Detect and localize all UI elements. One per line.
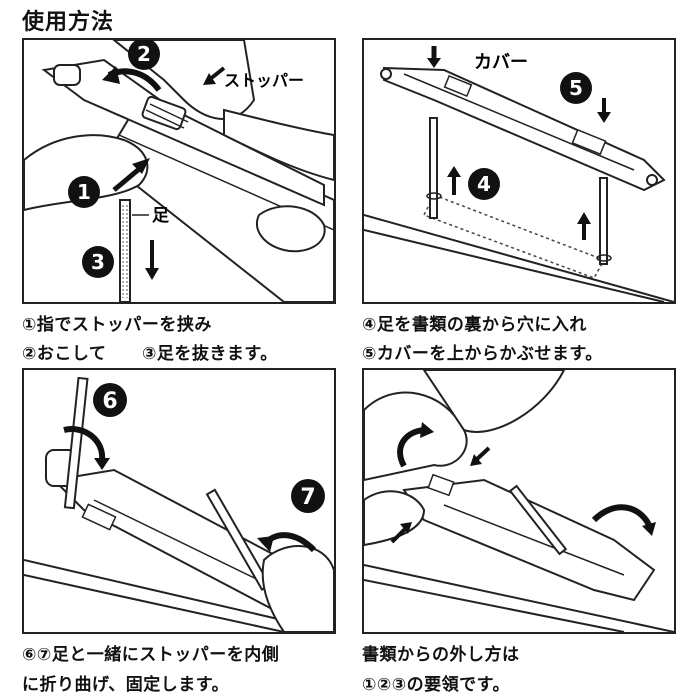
arrow-lift <box>397 427 425 468</box>
caption-step-5: ⑤カバーを上からかぶせます。 <box>362 344 603 364</box>
step-number-1 <box>68 176 100 208</box>
page-title: 使用方法 <box>22 10 115 35</box>
caption-step-6-7-line1: ⑥⑦足と一緒にストッパーを内側 <box>22 645 280 665</box>
step-panel-4 <box>362 368 676 634</box>
step-number-7 <box>291 479 325 513</box>
caption-step-1: ①指でストッパーを挟み <box>22 315 212 335</box>
step-number-4 <box>468 168 500 200</box>
arrow-pinch-top <box>474 446 491 462</box>
caption-removal-line2: ①②③の要領です。 <box>362 675 510 695</box>
arrow-pinch-bottom <box>390 526 408 544</box>
step-number-2 <box>128 40 160 70</box>
step-panel-3: 6 7 <box>22 368 336 634</box>
svg-text:1: 1 <box>77 180 91 204</box>
svg-text:4: 4 <box>477 172 491 196</box>
stopper-label: ストッパー <box>224 71 304 90</box>
caption-step-2: ②おこして <box>22 344 107 364</box>
svg-text:5: 5 <box>569 76 583 100</box>
step-1-illustration: 2 1 3 ストッパー 足 <box>24 40 334 302</box>
step-number-3 <box>82 246 114 278</box>
paper-edge <box>364 214 674 302</box>
foot-prong <box>119 199 131 302</box>
foot-prong <box>508 484 568 556</box>
caption-removal-line1: 書類からの外し方は <box>362 645 520 665</box>
foot-prong-right <box>599 177 608 265</box>
hand <box>261 545 334 632</box>
paper-edge <box>364 564 674 632</box>
step-number-5 <box>560 72 592 104</box>
step-3-illustration: 6 7 <box>24 376 334 632</box>
arrow-release <box>591 504 652 527</box>
fastener <box>45 449 306 612</box>
step-panel-1: 2 1 3 ストッパー 足 <box>22 38 336 304</box>
foot-label: 足 <box>152 206 169 226</box>
removal-illustration <box>364 370 674 632</box>
svg-text:7: 7 <box>300 485 315 510</box>
fastener-cover <box>380 66 666 192</box>
step-number-6 <box>93 383 127 417</box>
cover-label: カバー <box>474 52 528 73</box>
caption-step-4: ④足を書類の裏から穴に入れ <box>362 315 587 335</box>
foot-prong-left <box>63 376 89 510</box>
fastener <box>402 473 656 602</box>
svg-text:6: 6 <box>102 389 117 414</box>
arrow-step-6 <box>63 426 106 461</box>
hand-lower <box>364 490 426 547</box>
step-2-illustration: 4 5 カバー <box>364 46 674 302</box>
fastener <box>41 58 325 207</box>
step-panel-2: 4 5 カバー <box>362 38 676 304</box>
caption-step-3: ③足を抜きます。 <box>142 344 278 364</box>
svg-text:3: 3 <box>91 250 105 274</box>
caption-step-6-7-line2: に折り曲げ、固定します。 <box>22 675 230 695</box>
foot-prong-left <box>429 117 438 219</box>
fingertip <box>256 205 326 253</box>
svg-text:2: 2 <box>137 42 151 66</box>
